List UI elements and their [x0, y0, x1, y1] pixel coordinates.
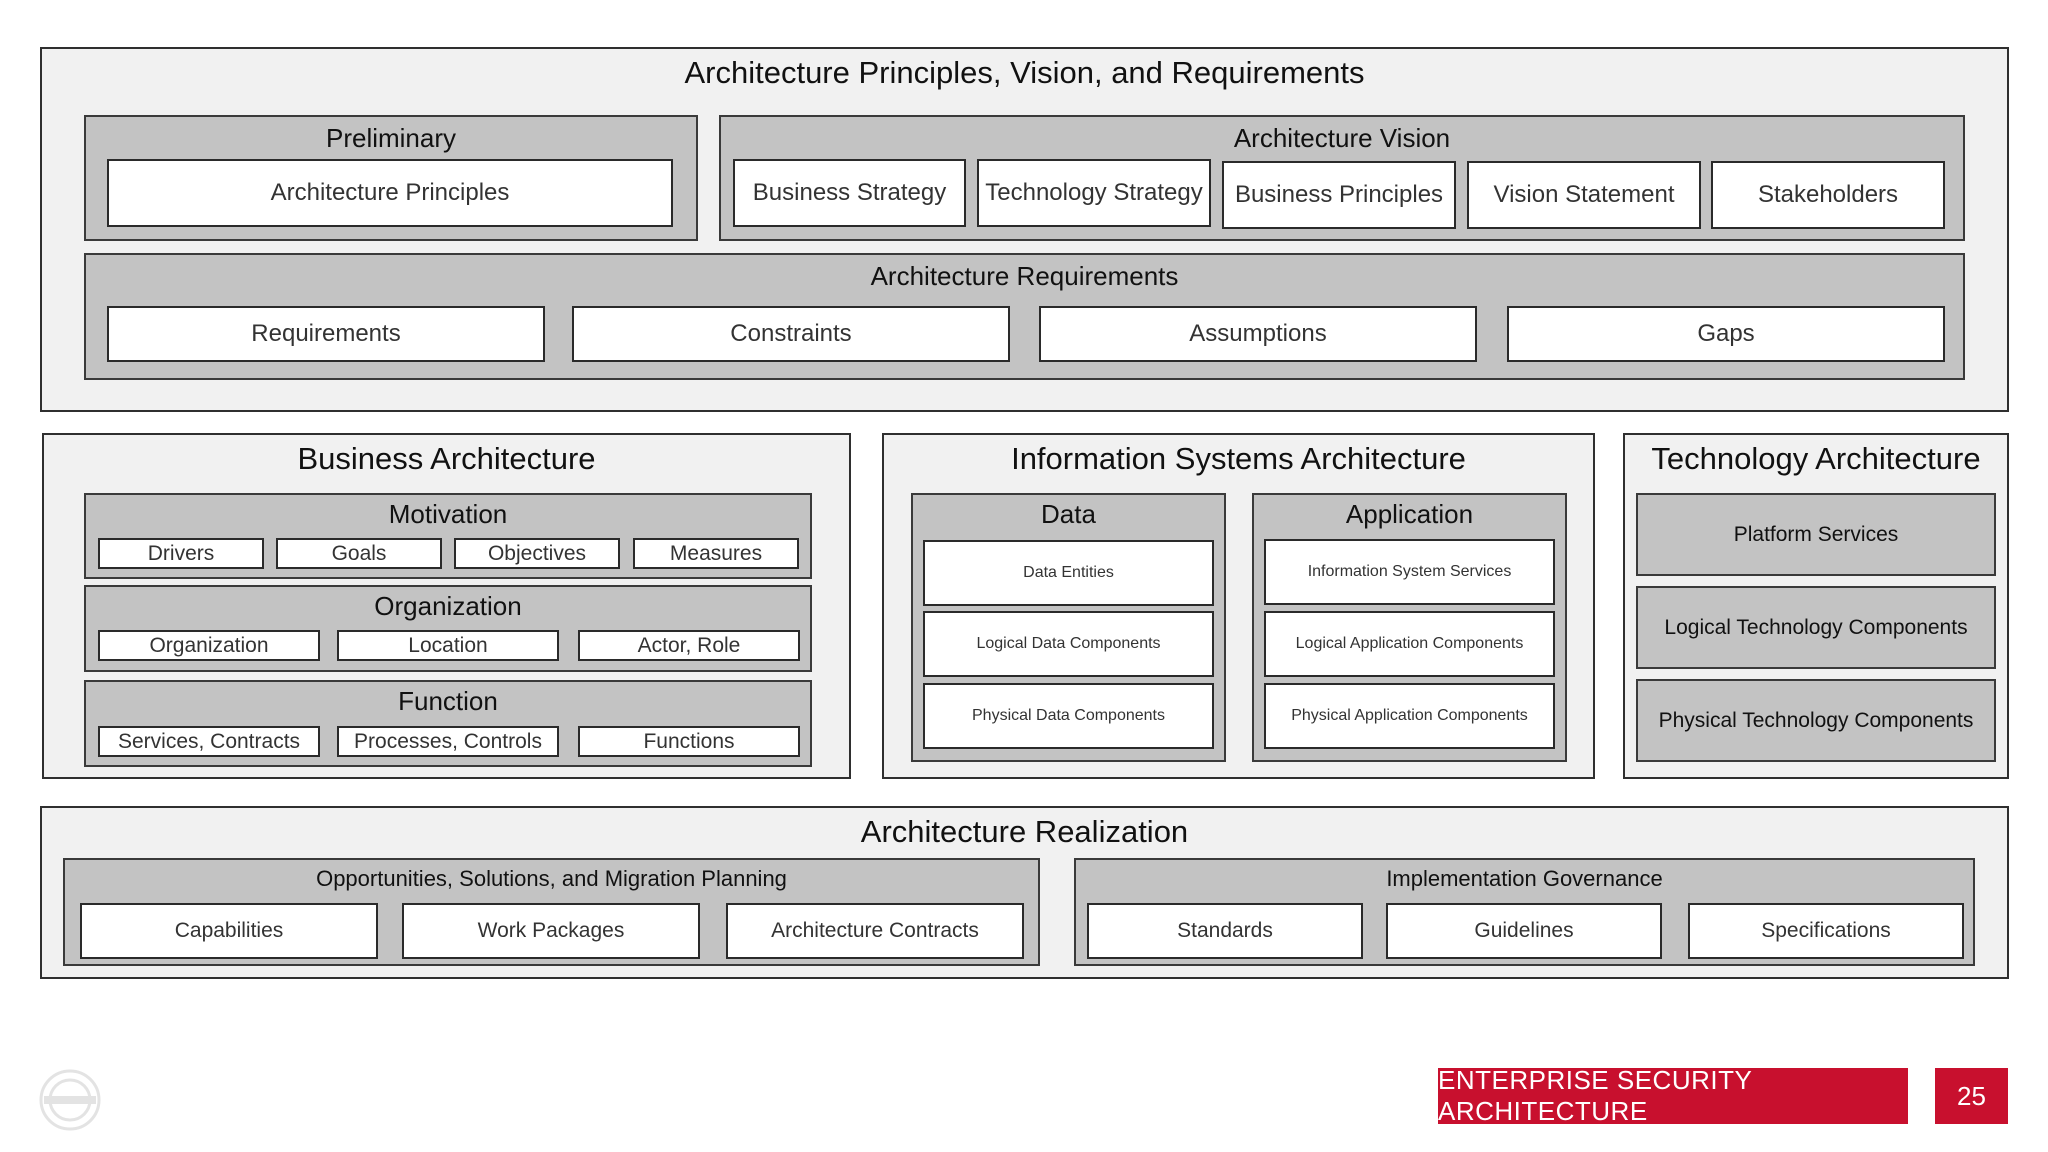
group-title: Architecture Requirements	[870, 261, 1179, 291]
architecture-contracts-box: Architecture Contracts	[726, 903, 1024, 959]
goals-box: Goals	[276, 538, 442, 569]
stakeholders-box: Stakeholders	[1711, 161, 1945, 229]
capabilities-box: Capabilities	[80, 903, 378, 959]
logo-icon	[38, 1068, 102, 1132]
logical-application-components-box: Logical Application Components	[1264, 611, 1555, 677]
actor-role-box: Actor, Role	[578, 630, 800, 661]
logical-technology-components-box: Logical Technology Components	[1636, 586, 1996, 669]
group-title: Implementation Governance	[1386, 866, 1663, 891]
drivers-box: Drivers	[98, 538, 264, 569]
assumptions-box: Assumptions	[1039, 306, 1477, 362]
group-title: Preliminary	[325, 123, 457, 153]
panel-title: Architecture Principles, Vision, and Req…	[684, 55, 1365, 90]
constraints-box: Constraints	[572, 306, 1010, 362]
logical-data-components-box: Logical Data Components	[923, 611, 1214, 677]
measures-box: Measures	[633, 538, 799, 569]
specifications-box: Specifications	[1688, 903, 1964, 959]
functions-box: Functions	[578, 726, 800, 757]
panel-title: Architecture Realization	[860, 814, 1189, 849]
footer-section-label: ENTERPRISE SECURITY ARCHITECTURE	[1438, 1065, 1908, 1126]
group-title: Motivation	[388, 499, 508, 529]
platform-services-box: Platform Services	[1636, 493, 1996, 576]
gaps-box: Gaps	[1507, 306, 1945, 362]
objectives-box: Objectives	[454, 538, 620, 569]
location-box: Location	[337, 630, 559, 661]
requirements-box: Requirements	[107, 306, 545, 362]
physical-technology-components-box: Physical Technology Components	[1636, 679, 1996, 762]
organization-box: Organization	[98, 630, 320, 661]
group-title: Data	[1041, 499, 1096, 529]
services-contracts-box: Services, Contracts	[98, 726, 320, 757]
panel-title: Business Architecture	[297, 441, 596, 476]
information-system-services-box: Information System Services	[1264, 539, 1555, 605]
technology-strategy-box: Technology Strategy	[977, 159, 1211, 227]
physical-application-components-box: Physical Application Components	[1264, 683, 1555, 749]
business-principles-box: Business Principles	[1222, 161, 1456, 229]
processes-controls-box: Processes, Controls	[337, 726, 559, 757]
group-title: Organization	[374, 591, 522, 621]
vision-statement-box: Vision Statement	[1467, 161, 1701, 229]
panel-title: Information Systems Architecture	[1011, 441, 1466, 476]
data-entities-box: Data Entities	[923, 540, 1214, 606]
group-title: Opportunities, Solutions, and Migration …	[316, 866, 787, 891]
guidelines-box: Guidelines	[1386, 903, 1662, 959]
group-title: Function	[398, 686, 498, 716]
architecture-principles-box: Architecture Principles	[107, 159, 673, 227]
panel-title: Technology Architecture	[1651, 441, 1981, 476]
standards-box: Standards	[1087, 903, 1363, 959]
group-title: Architecture Vision	[1233, 123, 1451, 153]
work-packages-box: Work Packages	[402, 903, 700, 959]
group-title: Application	[1345, 499, 1474, 529]
page-number: 25	[1935, 1068, 2008, 1124]
business-strategy-box: Business Strategy	[733, 159, 966, 227]
physical-data-components-box: Physical Data Components	[923, 683, 1214, 749]
